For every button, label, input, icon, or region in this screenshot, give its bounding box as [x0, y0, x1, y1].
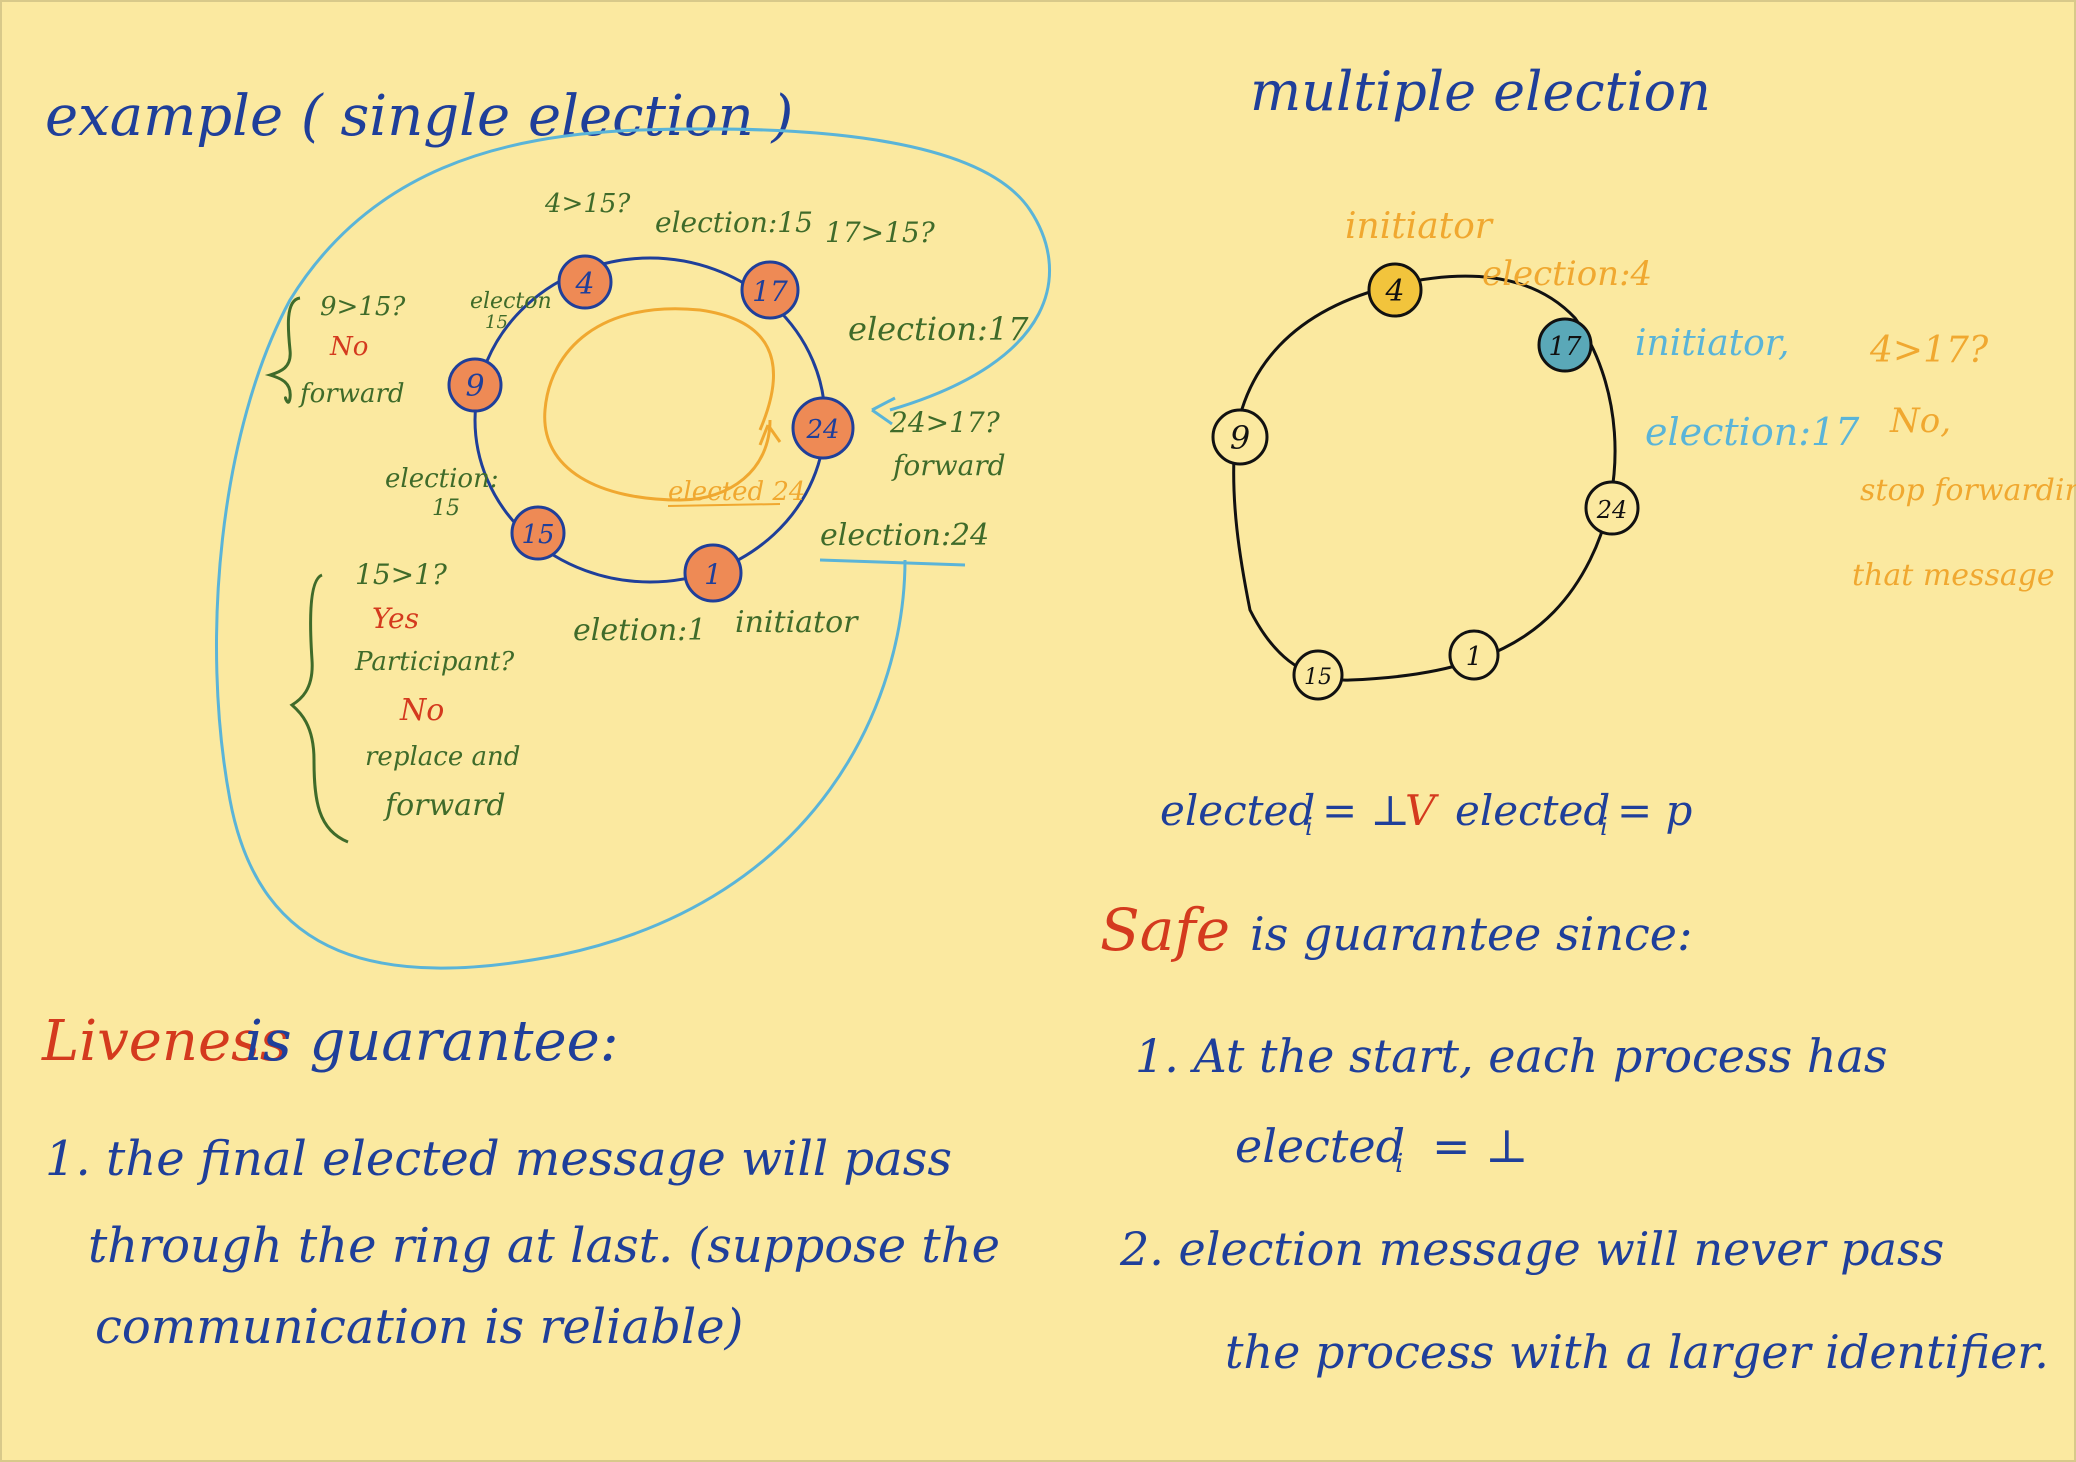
- election-15-small-num: 15: [485, 312, 508, 333]
- formula-part4: = p: [1617, 786, 1692, 835]
- formula-part3: elected: [1455, 786, 1610, 835]
- liveness-rest: is guarantee:: [245, 1009, 619, 1074]
- left-node-1-label: 1: [704, 558, 722, 591]
- orange-arrow-head: [758, 424, 782, 446]
- safe-item2-line1: 2. election message will never pass: [1119, 1222, 1944, 1276]
- election-1-label: eletion:1: [573, 613, 706, 648]
- liveness-heading: Liveness: [41, 1009, 289, 1074]
- elected-formula: elected i = ⊥ V elected i = p: [1160, 786, 1692, 841]
- q-24-gt-17: 24>17?: [889, 406, 1001, 439]
- right-node-1: 1: [1448, 629, 1500, 681]
- formula-vee: V: [1405, 786, 1439, 835]
- cyan-arrow-head: [871, 396, 896, 426]
- replace-and: replace and: [365, 742, 520, 772]
- left-node-15-label: 15: [521, 520, 554, 550]
- election-15-left-num: 15: [432, 496, 460, 521]
- right-node-17-label: 17: [1548, 332, 1582, 362]
- liveness-line1: 1. the final elected message will pass: [45, 1131, 952, 1187]
- election-24-label: election:24: [820, 518, 989, 553]
- no-right: No,: [1889, 401, 1951, 441]
- forward-9: forward: [298, 379, 405, 409]
- election-24-underline: [819, 558, 966, 567]
- safe-item1-elected: elected: [1235, 1119, 1405, 1173]
- right-node-9: 9: [1211, 408, 1269, 466]
- safe-heading: Safe: [1100, 896, 1230, 964]
- election-4-label: election:4: [1482, 254, 1652, 294]
- right-node-15-label: 15: [1304, 665, 1332, 690]
- stop-forwarding: stop forwarding: [1860, 473, 2076, 508]
- no-9: No: [329, 332, 368, 362]
- orange-inner-loop: [543, 307, 775, 502]
- initiator-4-label: initiator: [1345, 206, 1494, 247]
- cyan-return-loop: [215, 127, 1051, 970]
- right-node-15: 15: [1292, 649, 1344, 701]
- safe-item1-line2: elected i = ⊥: [1235, 1119, 1528, 1179]
- liveness-line2: through the ring at last. (suppose the: [88, 1218, 1000, 1274]
- left-node-15: 15: [510, 505, 566, 561]
- safe-item2-line2: the process with a larger identifier.: [1225, 1325, 2049, 1379]
- that-message: that message: [1852, 558, 2055, 593]
- elected-24-underline: [667, 503, 781, 507]
- initiator-left: initiator: [735, 605, 859, 640]
- formula-sub2: i: [1600, 813, 1608, 841]
- brace-9: [264, 296, 301, 404]
- no-participant: No: [399, 693, 444, 728]
- left-node-1: 1: [683, 543, 743, 603]
- left-node-24: 24: [791, 396, 855, 460]
- right-node-4: 4: [1367, 262, 1423, 318]
- right-title: multiple election: [1250, 60, 1711, 123]
- right-node-9-label: 9: [1230, 419, 1250, 457]
- yes-label: Yes: [372, 602, 419, 635]
- election-15-small: electon: [470, 289, 552, 314]
- safe-rest: is guarantee since:: [1250, 907, 1692, 961]
- safe-item1-sub: i: [1395, 1149, 1403, 1179]
- election-17-label: election:17: [848, 310, 1029, 348]
- right-node-24-label: 24: [1596, 496, 1628, 524]
- left-node-9-label: 9: [465, 369, 484, 404]
- left-node-9: 9: [447, 357, 503, 413]
- right-node-24: 24: [1584, 480, 1640, 536]
- left-node-4-label: 4: [574, 267, 594, 302]
- election-15-left: election:: [385, 464, 499, 494]
- left-title: example ( single election ): [45, 84, 793, 149]
- formula-part2: = ⊥: [1322, 786, 1410, 835]
- q-17-gt-15: 17>15?: [825, 216, 936, 249]
- left-node-17: 17: [740, 260, 800, 320]
- right-node-17: 17: [1537, 317, 1593, 373]
- participant-label: Participant?: [354, 647, 515, 677]
- election-17-right-label: election:17: [1645, 410, 1860, 454]
- left-node-4: 4: [557, 254, 613, 310]
- q-4-gt-15: 4>15?: [544, 189, 631, 219]
- q-9-gt-15: 9>15?: [320, 292, 406, 322]
- election-15-top: election:15: [655, 206, 813, 239]
- q-15-gt-1: 15>1?: [355, 558, 448, 591]
- left-node-17-label: 17: [752, 275, 788, 308]
- initiator-17-label: initiator,: [1635, 323, 1790, 364]
- q-4-gt-17: 4>17?: [1869, 330, 1989, 371]
- brace-15: [289, 573, 349, 844]
- safe-item1-line1: 1. At the start, each process has: [1135, 1029, 1888, 1083]
- safe-item1-bottom: = ⊥: [1432, 1119, 1528, 1173]
- left-node-24-label: 24: [805, 415, 839, 445]
- forward-15: forward: [383, 788, 506, 823]
- right-node-4-label: 4: [1384, 274, 1404, 309]
- forward-right: forward: [891, 449, 1006, 482]
- elected-24-label: elected 24: [668, 477, 805, 507]
- formula-sub1: i: [1305, 813, 1313, 841]
- formula-part1: elected: [1160, 786, 1315, 835]
- liveness-line3: communication is reliable): [95, 1299, 743, 1355]
- right-node-1-label: 1: [1466, 642, 1483, 672]
